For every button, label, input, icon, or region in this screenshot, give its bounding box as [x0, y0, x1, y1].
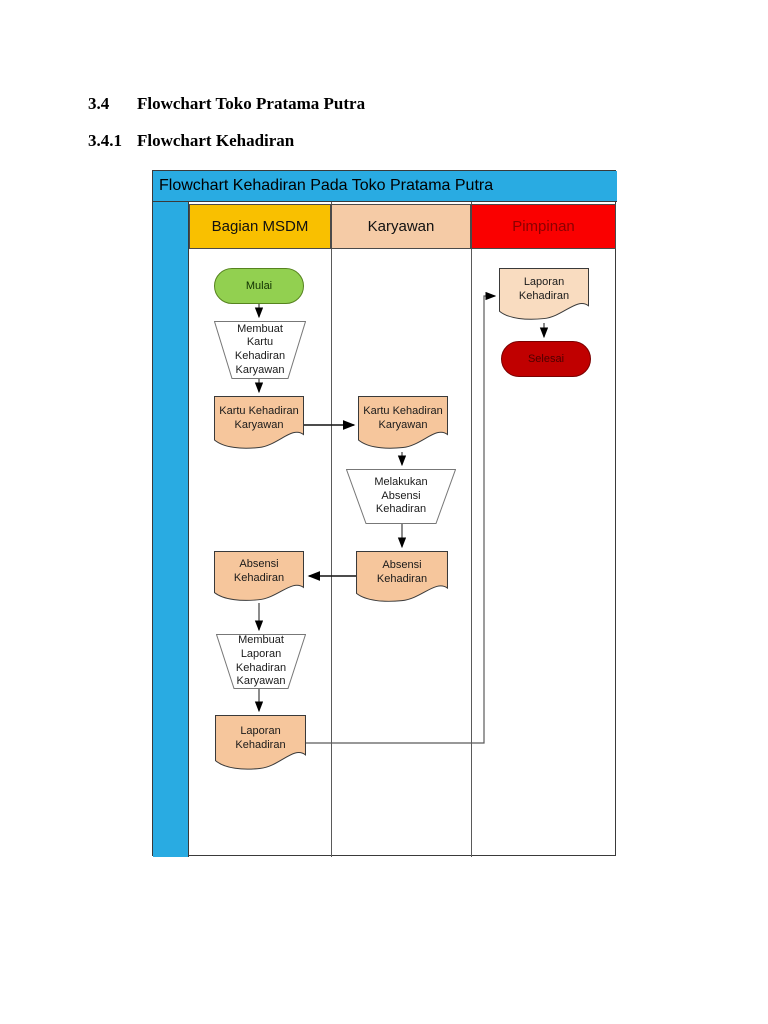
node-label: Kartu Kehadiran Karyawan: [219, 404, 299, 431]
section-title: Flowchart Toko Pratama Putra: [137, 94, 366, 113]
lane-strip: [153, 202, 189, 857]
subsection-title: Flowchart Kehadiran: [137, 131, 295, 150]
node-label: Mulai: [245, 280, 273, 292]
section-number: 3.4: [88, 94, 110, 113]
node-manual-op-melakukan-absensi: Melakukan Absensi Kehadiran: [346, 469, 456, 524]
node-manual-op-membuat-laporan: Membuat Laporan Kehadiran Karyawan: [216, 634, 306, 689]
node-document-absensi-msdm: Absensi Kehadiran: [214, 551, 304, 603]
node-label: Membuat Kartu Kehadiran Karyawan: [234, 322, 286, 376]
section-heading: 3.4 Flowchart Toko Pratama Putra: [88, 94, 365, 114]
flowchart: Flowchart Kehadiran Pada Toko Pratama Pu…: [152, 170, 617, 857]
node-label: Laporan Kehadiran: [235, 724, 286, 751]
lane-header-pimpinan: Pimpinan: [471, 204, 616, 249]
document-shape: [214, 551, 304, 601]
node-document-laporan-pimpinan: Laporan Kehadiran: [499, 268, 589, 322]
document-shape: [214, 396, 304, 449]
node-label: Absensi Kehadiran: [376, 558, 428, 585]
node-end: Selesai: [501, 341, 591, 377]
lane-header-karyawan: Karyawan: [331, 204, 471, 249]
node-document-kartu-kehadiran-karyawan: Kartu Kehadiran Karyawan: [358, 396, 448, 451]
subsection-heading: 3.4.1 Flowchart Kehadiran: [88, 131, 294, 151]
node-label: Absensi Kehadiran: [233, 558, 285, 584]
node-label: Laporan Kehadiran: [518, 276, 570, 302]
node-label: Melakukan Absensi Kehadiran: [374, 475, 428, 516]
manual-operation-shape: [214, 321, 306, 379]
node-document-absensi-karyawan: Absensi Kehadiran: [356, 551, 448, 604]
node-manual-op-membuat-kartu: Membuat Kartu Kehadiran Karyawan: [214, 321, 306, 379]
subsection-number: 3.4.1: [88, 131, 122, 150]
node-label: Selesai: [527, 353, 565, 365]
node-label: Membuat Laporan Kehadiran Karyawan: [235, 634, 287, 688]
lane-header-bagian-msdm: Bagian MSDM: [189, 204, 331, 249]
flowchart-title: Flowchart Kehadiran Pada Toko Pratama Pu…: [153, 171, 617, 202]
node-label: Kartu Kehadiran Karyawan: [363, 404, 443, 431]
document-shape: [499, 268, 589, 320]
node-document-laporan-msdm: Laporan Kehadiran: [215, 715, 306, 772]
manual-operation-shape: [216, 634, 306, 689]
lane-divider: [331, 202, 332, 857]
lane-divider: [471, 202, 472, 857]
document-shape: [215, 715, 306, 770]
node-start: Mulai: [214, 268, 304, 304]
node-document-kartu-kehadiran-msdm: Kartu Kehadiran Karyawan: [214, 396, 304, 451]
